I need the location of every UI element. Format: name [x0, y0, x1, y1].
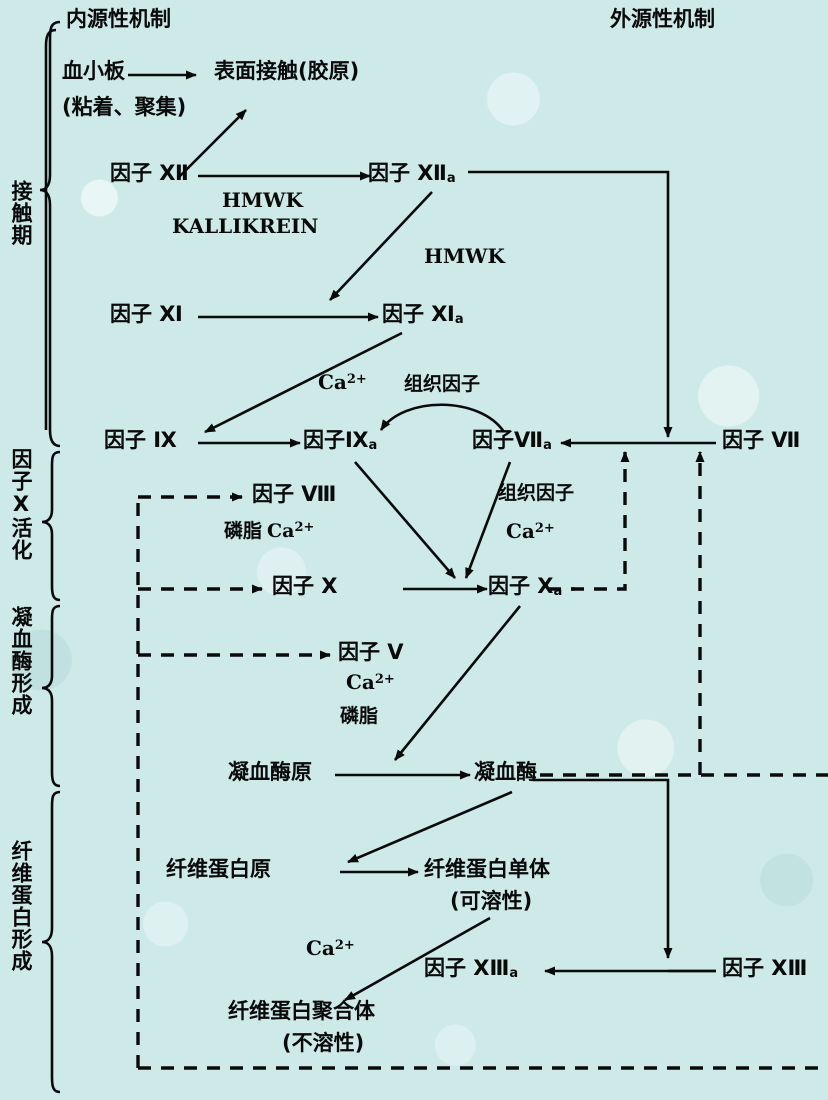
- node-factor-viia: 因子Ⅶa: [472, 429, 552, 453]
- cofactor-kallikrein: KALLIKREIN: [172, 214, 319, 238]
- calcium-charge: 2+: [374, 672, 395, 687]
- node-factor-xiiia-suffix: a: [509, 966, 519, 981]
- heading-extrinsic: 外源性机制: [610, 7, 715, 31]
- node-factor-xii: 因子 Ⅻ: [110, 161, 189, 185]
- cofactor-calcium-tissue-factor: Ca2+: [506, 519, 555, 543]
- cofactor-phospholipid-2: 磷脂: [340, 705, 379, 727]
- node-platelet: 血小板: [62, 59, 125, 83]
- node-factor-viii: 因子 Ⅷ: [252, 482, 337, 506]
- node-surface-contact: 表面接触(胶原): [214, 59, 360, 83]
- phase-label-fibrin-formation: 纤维蛋白形成: [9, 840, 33, 972]
- node-prothrombin: 凝血酶原: [228, 760, 312, 784]
- phospholipid-label: 磷脂: [224, 520, 263, 542]
- calcium-symbol: Ca: [346, 670, 375, 694]
- phase-label-factor-x-activation: 因子X活化: [9, 448, 33, 561]
- node-factor-xiii: 因子 ⅩⅢ: [722, 956, 808, 980]
- cofactor-hmwk-2: HMWK: [424, 244, 505, 268]
- node-factor-vii: 因子 Ⅶ: [722, 428, 801, 452]
- node-factor-x: 因子 X: [272, 574, 338, 598]
- phase-label-contact: 接触期: [9, 180, 33, 246]
- node-fibrin-polymer: 纤维蛋白聚合体: [228, 999, 375, 1023]
- node-factor-xa: 因子 Xa: [488, 575, 562, 599]
- node-fibrin-monomer: 纤维蛋白单体: [424, 857, 550, 881]
- calcium-charge: 2+: [346, 372, 367, 387]
- node-factor-viia-suffix: a: [543, 438, 552, 453]
- node-factor-ixa-suffix: a: [368, 438, 378, 453]
- node-fibrin-monomer-note: (可溶性): [450, 889, 533, 913]
- node-fibrinogen: 纤维蛋白原: [166, 857, 271, 881]
- node-factor-viia-label: 因子Ⅶ: [472, 428, 544, 452]
- node-factor-xa-suffix: a: [553, 584, 563, 599]
- node-factor-xiiia: 因子 ⅩⅢa: [424, 957, 518, 981]
- node-factor-xiiia-label: 因子 ⅩⅢ: [424, 956, 510, 980]
- node-thrombin: 凝血酶: [474, 760, 537, 784]
- cofactor-calcium-factor-ix: Ca2+: [318, 370, 367, 394]
- calcium-symbol: Ca: [506, 519, 535, 543]
- node-factor-xiia-suffix: a: [446, 171, 456, 186]
- node-factor-ixa: 因子Ⅸa: [303, 429, 377, 453]
- cofactor-hmwk: HMWK: [222, 188, 303, 212]
- node-factor-xia: 因子 Ⅺa: [382, 303, 464, 327]
- cofactor-tissue-factor-2: 组织因子: [498, 482, 575, 504]
- cofactor-calcium-factor-xiii: Ca2+: [306, 936, 355, 960]
- node-fibrin-polymer-note: (不溶性): [282, 1031, 365, 1055]
- calcium-charge: 2+: [534, 521, 555, 536]
- node-factor-xia-label: 因子 Ⅺ: [382, 302, 455, 326]
- heading-intrinsic: 内源性机制: [66, 7, 171, 31]
- node-factor-xia-suffix: a: [454, 312, 464, 327]
- calcium-symbol: Ca: [267, 520, 295, 542]
- calcium-charge: 2+: [334, 938, 355, 953]
- calcium-symbol: Ca: [318, 370, 347, 394]
- node-factor-v: 因子 Ⅴ: [338, 640, 404, 664]
- node-factor-xiia-label: 因子 Ⅻ: [368, 161, 447, 185]
- cofactor-calcium-factor-v: Ca2+: [346, 670, 395, 694]
- node-platelet-note: (粘着、聚集): [62, 95, 187, 119]
- node-factor-ix: 因子 Ⅸ: [104, 428, 177, 452]
- calcium-symbol: Ca: [306, 936, 335, 960]
- node-factor-xiia: 因子 Ⅻa: [368, 162, 456, 186]
- calcium-charge: 2+: [294, 520, 315, 535]
- phase-label-thrombin-formation: 凝血酶形成: [9, 606, 33, 716]
- node-factor-xi: 因子 Ⅺ: [110, 302, 183, 326]
- node-factor-ixa-label: 因子Ⅸ: [303, 428, 369, 452]
- cofactor-tissue-factor-1: 组织因子: [404, 373, 481, 395]
- node-factor-xa-label: 因子 X: [488, 574, 554, 598]
